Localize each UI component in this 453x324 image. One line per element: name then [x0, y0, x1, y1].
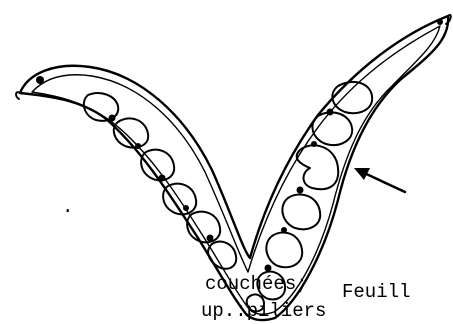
- cell: [297, 145, 338, 189]
- text-line-couchees: couchées;: [205, 275, 308, 294]
- cell: [282, 194, 320, 229]
- cell: [266, 232, 302, 267]
- leaf-inner-outline: [32, 26, 440, 314]
- leaf-tip: [16, 92, 20, 99]
- cell: [208, 242, 236, 269]
- text-line-piliers: up.:piliers: [201, 302, 326, 321]
- side-label-feuill: Feuill: [342, 283, 410, 302]
- cell: [332, 82, 372, 113]
- text-fragment-dot: .: [62, 198, 73, 217]
- pointer-arrow-icon: [354, 168, 405, 192]
- cell: [312, 112, 352, 145]
